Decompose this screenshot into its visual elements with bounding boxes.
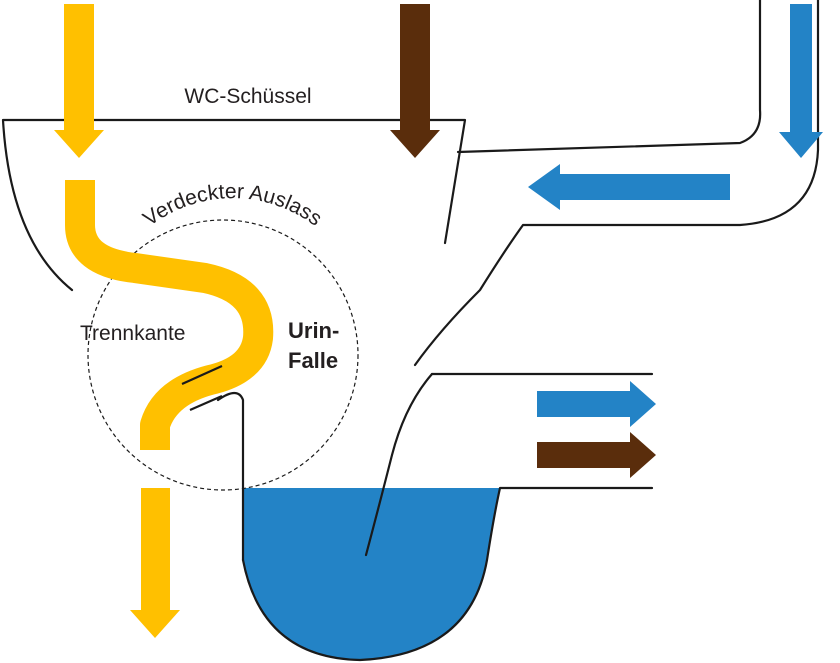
urine-inflow-arrow	[54, 4, 104, 158]
feces-outflow-arrow	[537, 432, 656, 478]
hidden-outlet-circle	[87, 219, 359, 491]
hidden-outlet-label: Verdeckter Auslass	[139, 180, 326, 231]
urine-trap-label-line2: Falle	[288, 348, 338, 373]
bowl-outline	[1, 118, 467, 292]
siphon-water-pool	[243, 488, 500, 660]
hidden-outlet-line	[364, 372, 434, 557]
water-outflow-arrow	[537, 381, 656, 427]
urine-outflow-arrow	[130, 488, 180, 638]
flush-pipe-inner	[413, 0, 820, 367]
toilet-outline	[1, 0, 820, 662]
urine-trap-label-line1: Urin-	[288, 318, 339, 343]
flush-water-inflow-arrow	[779, 4, 823, 158]
urine-channel	[65, 180, 274, 450]
trap-edge-lower	[189, 394, 223, 412]
hidden-outlet-label-path: Verdeckter Auslass	[139, 180, 326, 231]
separation-edge-label: Trennkante	[80, 322, 185, 345]
trap-edge-upper	[181, 364, 223, 386]
feces-inflow-arrow	[390, 4, 440, 158]
urine-trap-edges	[181, 364, 223, 412]
bowl-label: WC-Schüssel	[184, 85, 311, 108]
separation-edge-wall	[216, 391, 245, 562]
flush-water-return-arrow	[528, 164, 730, 210]
flush-pipe-outer	[456, 0, 762, 154]
water-basin-outline	[241, 486, 654, 662]
